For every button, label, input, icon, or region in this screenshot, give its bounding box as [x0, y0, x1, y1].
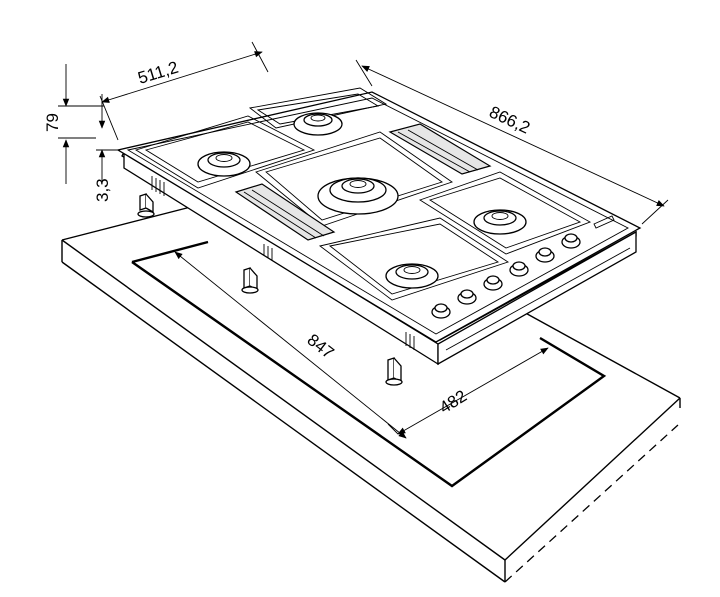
knob-4: [509, 261, 529, 277]
dim-hob-width: 866,2: [486, 102, 533, 137]
burner-back-centre: [293, 112, 343, 136]
cutout-depth-dimension: 482: [387, 347, 549, 435]
fixing-brackets: [137, 193, 403, 386]
knob-3: [483, 275, 503, 291]
front-trim-line: [445, 247, 631, 351]
burner-back-left: [197, 151, 251, 177]
knob-1: [431, 303, 451, 319]
bracket-1: [137, 193, 155, 218]
brand-plate: [593, 215, 615, 229]
pan-support-front: [318, 217, 510, 301]
knob-6: [561, 233, 581, 249]
pan-support-back-left: [134, 115, 316, 189]
griddle-plate-left: [234, 183, 336, 241]
hob-top-plate: [116, 91, 642, 343]
hob-top-inner-rim: [126, 97, 629, 335]
worktop-back-right-edge: [519, 309, 681, 399]
dim-below-top: 3,3: [93, 178, 112, 202]
control-knobs: [431, 233, 581, 319]
burner-centre-wok: [317, 177, 399, 215]
bracket-2: [241, 267, 259, 294]
dim-cutout-width: 847: [304, 330, 338, 362]
knob-5: [535, 247, 555, 263]
worktop-right-top-edge: [504, 397, 681, 561]
hob-right-face: [437, 230, 637, 366]
side-vents: [151, 176, 415, 350]
burner-front: [385, 263, 439, 289]
knob-2: [457, 289, 477, 305]
dim-cutout-depth: 482: [436, 386, 470, 417]
worktop-right-bottom-edge: [504, 424, 679, 583]
bracket-3: [385, 357, 403, 386]
below-top-dimension: 3,3: [93, 94, 120, 202]
hob-height-dimension: 79: [43, 64, 104, 184]
dim-hob-height: 79: [43, 113, 62, 132]
dim-hob-depth: 511,2: [136, 58, 181, 88]
burner-right: [473, 209, 527, 235]
hob: [116, 87, 642, 366]
